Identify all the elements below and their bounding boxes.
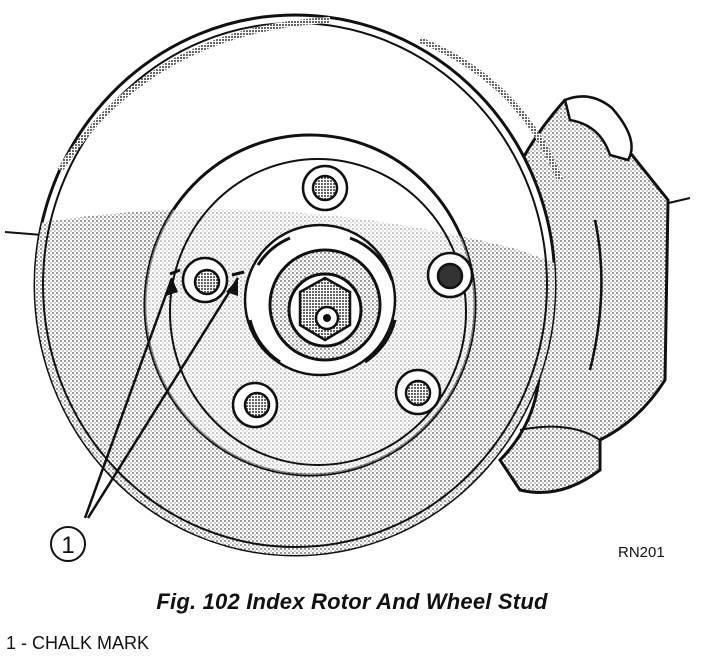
leader-line-1a <box>83 277 174 519</box>
figure-reference-code: RN201 <box>618 544 665 561</box>
callout-1: 1 <box>50 526 86 562</box>
wheel-stud-lower-left <box>231 381 279 429</box>
figure-legend-item: 1 - CHALK MARK <box>6 633 150 653</box>
wheel-stud-right <box>426 251 474 299</box>
wheel-stud-lower-right <box>394 368 442 416</box>
wheel-hub <box>243 223 397 377</box>
rotor-illustration: 1 RN201 <box>4 13 691 562</box>
figure-caption: Fig. 102 Index Rotor And Wheel Stud <box>156 589 548 614</box>
leader-line-1b <box>86 277 240 519</box>
chalk-mark-stud <box>231 270 245 277</box>
wheel-stud-top <box>301 164 349 212</box>
wheel-stud-left <box>181 256 229 304</box>
chalk-mark-rotor <box>169 268 181 276</box>
callout-1-number: 1 <box>61 532 74 559</box>
